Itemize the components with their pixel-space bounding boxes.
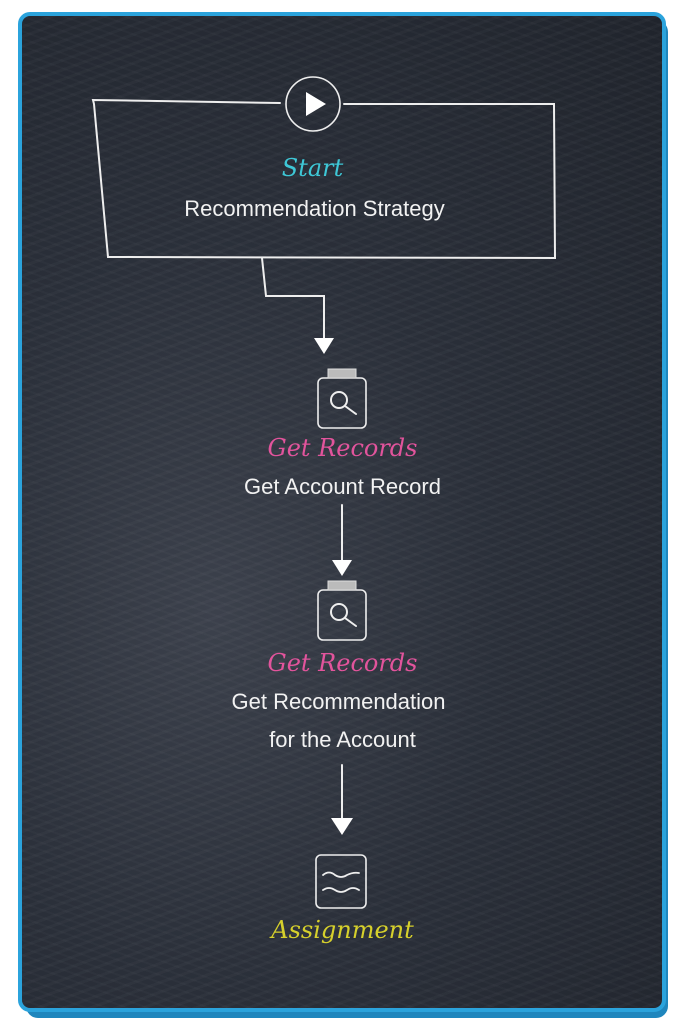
node-name-get-account-record: Get Account Record: [244, 474, 441, 499]
play-icon: [285, 76, 341, 132]
node-name-start: Recommendation Strategy: [184, 196, 445, 221]
search-icon: [317, 580, 367, 641]
node-name-get-recommendation-line1: Get Recommendation: [231, 689, 446, 714]
node-type-start: Start: [281, 154, 344, 182]
node-type-get-records-1: Get Records: [267, 434, 418, 462]
start-box: [91, 98, 557, 260]
arrow-head-1: [314, 338, 334, 354]
node-type-assignment: Assignment: [271, 916, 414, 944]
node-name-get-recommendation-line2: for the Account: [269, 727, 416, 752]
node-type-get-records-2: Get Records: [267, 649, 418, 677]
connector-1: [261, 257, 325, 341]
arrow-head-2: [332, 560, 352, 576]
arrow-head-3: [331, 818, 353, 835]
search-icon: [317, 368, 367, 429]
assignment-icon: [315, 854, 367, 909]
